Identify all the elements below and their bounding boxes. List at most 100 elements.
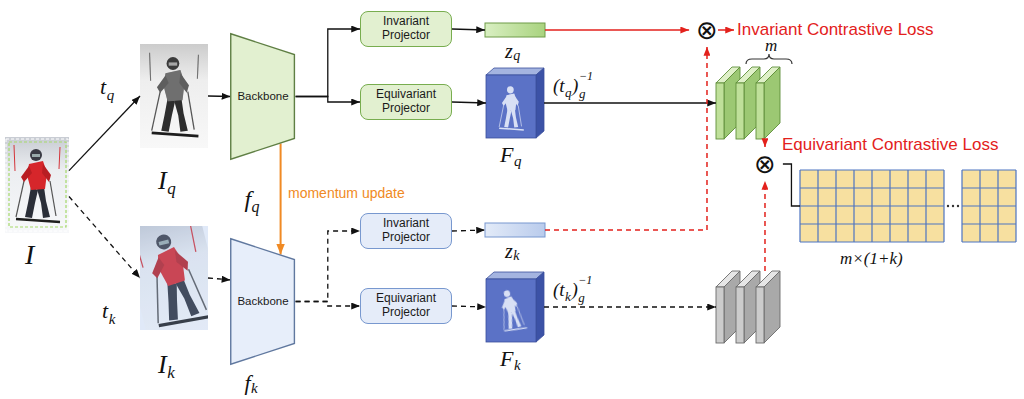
projector-box: Equivariant Projector [360,288,452,324]
connector-arrow [545,47,707,230]
box-label: Equivariant Projector [367,292,445,320]
math-label: q [167,180,176,197]
math-label: q [565,86,572,99]
connector-arrow [764,139,766,147]
vector-stack-gray [764,271,780,343]
connector-arrow [296,231,360,302]
feature-cube [499,86,524,130]
math-label: q [252,199,260,215]
vector-stack-green [716,67,780,139]
math-label: z [505,241,513,261]
math-label: −1 [579,70,593,82]
feature-cube [486,68,544,75]
input-image: I [5,137,69,233]
edge-label: momentum update [287,186,406,200]
math-label: q [107,88,115,103]
feature-map-cube: Fq [486,68,544,138]
math-label: k [513,249,519,263]
math-label: k [514,358,521,373]
key-photo [140,226,208,330]
box-label: Invariant Projector [367,15,445,43]
embedding-bar [485,23,545,37]
math-label: m [765,37,777,54]
math-label: f [244,187,251,211]
connector-arrow [783,164,800,206]
connector-arrow [296,97,360,103]
math-label: f [244,372,250,394]
embedding-bar [485,23,545,237]
math-label: t [100,76,106,98]
query-photo [140,44,208,148]
feature-cube [486,279,536,342]
connector-arrow [296,29,360,97]
vector-stack-gray [716,287,724,343]
math-label: ) [572,76,578,95]
math-label: q [514,154,522,169]
feature-map-cube: Fk [486,272,544,342]
math-label: t [102,300,108,322]
math-label: k [565,290,571,303]
operator-symbol: ⊗ [754,151,776,177]
brace [746,54,792,64]
input-photo [9,142,66,227]
feature-cube [486,272,544,279]
query-photo [140,44,208,148]
similarity-grid [947,205,949,207]
connector-arrow [452,102,486,103]
feature-cube [499,86,524,130]
vector-stack-green [736,83,744,139]
loss-label: Equivariant Contrastive Loss [782,136,998,153]
embedding-bar [485,223,545,237]
connector-arrow [545,29,689,31]
math-label: F [500,144,513,166]
backbone-trapezoid: Backbonefq [230,33,295,160]
feature-cube [496,288,527,333]
math-label: ) [571,280,577,299]
key-photo [140,226,208,330]
key-photo [140,226,208,330]
math-label: (t [553,280,565,299]
similarity-grid [800,170,1016,242]
connector-arrow [764,181,766,271]
trapezoid-outline [231,239,295,365]
loss-arrow [718,29,734,31]
feature-vectors: m [716,67,792,139]
feature-cube [496,288,527,333]
key-photo [140,226,208,330]
feature-cube [496,288,527,333]
input-photo [6,139,68,231]
feature-cube [486,75,536,138]
vector-stack-gray [756,287,764,343]
connector-arrow [452,230,485,231]
connector-arrow [544,306,716,307]
feature-cube [499,86,524,130]
connector-arrow [280,143,282,254]
projector-box: Invariant Projector [360,213,452,249]
multiply-symbol: ⊗ [747,147,783,181]
similarity-matrix: m×(1+k) [800,170,1016,242]
embedding-vector: zk [485,223,545,237]
feature-cube [536,272,544,342]
connector-arrow [208,95,230,97]
math-label: I [158,168,167,194]
math-label: I [25,241,34,269]
loss-label: Invariant Contrastive Loss [737,21,934,38]
query-view-image: Iq [140,44,208,148]
connectors [69,29,800,307]
connector-arrow [452,29,485,30]
box-label: Backbone [237,295,288,308]
connector-arrow [452,306,486,307]
key-view-image: Ik [140,226,208,330]
feature-cube [486,68,544,342]
feature-vectors [716,271,792,343]
projector-box: Invariant Projector [360,11,452,47]
connector-arrow [69,96,140,171]
math-label: −1 [578,274,592,286]
math-label: g [579,87,586,100]
math-label: q [513,49,520,63]
vector-stack-gray [736,287,744,343]
similarity-grid [800,170,1016,242]
vector-stack-green [756,83,764,139]
similarity-grid [957,205,959,207]
connector-arrow [544,102,716,103]
